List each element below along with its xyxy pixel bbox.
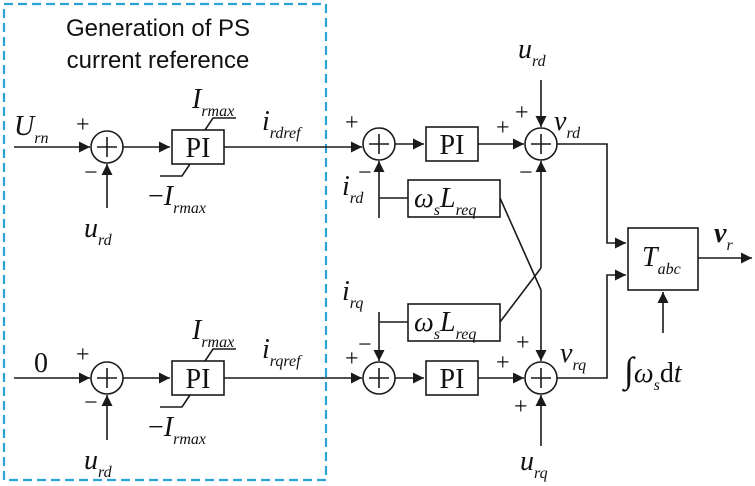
region-title-line2: current reference <box>67 47 250 74</box>
wire-vrq <box>557 269 626 379</box>
pi-label: PI <box>440 130 465 161</box>
limit-lower-label: −Irmax <box>148 412 206 448</box>
feedback-u-rd-1: urd <box>84 213 113 249</box>
label-i-rd: ird <box>342 171 364 207</box>
feedforward-u-rq: urq <box>520 446 548 482</box>
sum6-plus-left: + <box>496 350 510 376</box>
sum1-plus: + <box>76 112 90 138</box>
limit-lower-line <box>160 163 191 177</box>
ps-reference-region <box>2 2 328 482</box>
pi-label: PI <box>186 364 211 395</box>
sum3-minus: − <box>519 160 533 186</box>
pi-block-d2 <box>425 126 479 162</box>
limit-upper-line <box>204 348 236 362</box>
label-i-rq: irq <box>342 276 363 312</box>
label-i-rdref: irdref <box>262 106 303 142</box>
cross-line-q-to-d <box>499 267 542 323</box>
label-i-rqref: irqref <box>262 334 303 370</box>
sum5-minus: − <box>358 332 372 358</box>
limit-upper-label: Irmax <box>191 315 234 351</box>
sum1-minus: − <box>84 160 98 186</box>
feedforward-u-rd: urd <box>518 34 547 70</box>
region-title-line1: Generation of PS <box>66 15 250 42</box>
wire-vrd <box>557 143 626 249</box>
sum4-plus: + <box>76 342 90 368</box>
tabc-block <box>627 227 699 291</box>
limit-lower-label: −Irmax <box>148 181 206 217</box>
sum2-minus: − <box>358 160 372 186</box>
output-v-r: vr <box>714 218 733 254</box>
region-title-bg <box>12 6 318 78</box>
coupling-block-q <box>407 303 501 342</box>
sum4-minus: − <box>84 390 98 416</box>
limit-upper-line <box>204 117 236 131</box>
sum6-plus-bottom: + <box>514 394 528 420</box>
pi-label: PI <box>440 364 465 395</box>
sum6-plus-top: + <box>516 330 530 356</box>
sum5-plus: + <box>345 346 359 372</box>
sum3-plus-top: + <box>515 100 529 126</box>
sum3-plus-left: + <box>496 115 510 141</box>
coupling-label-q: ωsLreq <box>414 307 476 343</box>
pi-block-q1 <box>171 360 225 396</box>
limit-upper-label: Irmax <box>191 84 234 120</box>
limit-lower-line <box>160 394 191 408</box>
coupling-block-d <box>407 179 501 218</box>
tabc-label: Tabc <box>642 242 681 278</box>
pi-label: PI <box>186 133 211 164</box>
pi-block-q2 <box>425 360 479 396</box>
feedback-u-rd-2: urd <box>84 445 113 481</box>
input-zero: 0 <box>34 348 48 379</box>
coupling-label-d: ωsLreq <box>414 183 476 219</box>
integral-label: ∫ωsdt <box>622 350 683 394</box>
cross-line-d-to-q <box>499 197 542 291</box>
sum2-plus: + <box>345 110 359 136</box>
label-v-rq: vrq <box>560 338 586 374</box>
input-U-rn: Urn <box>14 111 48 147</box>
pi-block-d1 <box>171 129 225 165</box>
label-v-rd: vrd <box>554 106 581 142</box>
